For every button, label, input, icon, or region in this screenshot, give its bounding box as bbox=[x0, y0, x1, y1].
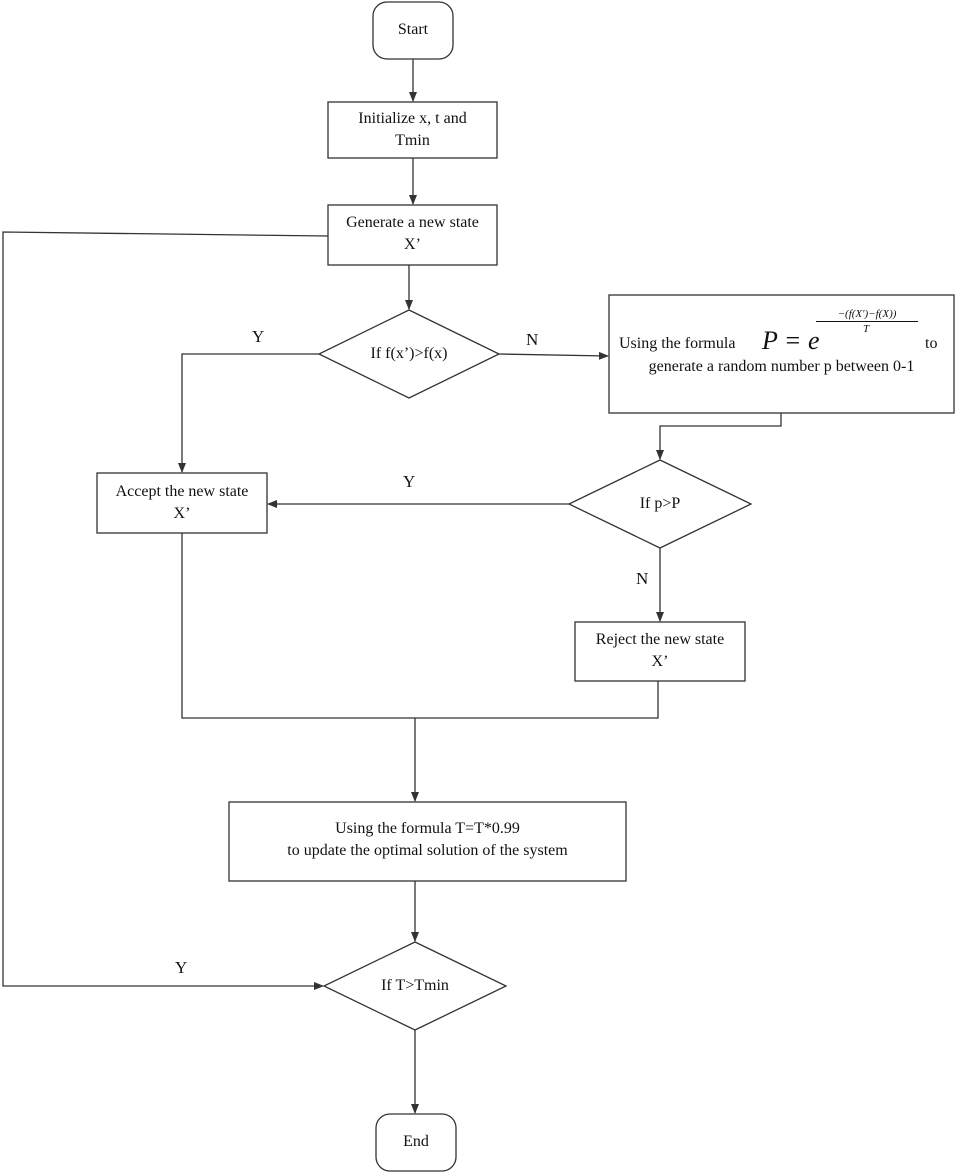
reject-label-line1: Reject the new state bbox=[595, 631, 725, 648]
edge-label-fx-no: N bbox=[526, 330, 539, 349]
generate-label-line1: Generate a new state bbox=[346, 214, 479, 231]
formula-line1-suffix: to bbox=[925, 335, 938, 352]
end-terminal bbox=[375, 1113, 457, 1172]
edge-fx-no bbox=[498, 351, 609, 360]
accept-label-line1: Accept the new state bbox=[115, 483, 249, 500]
update-label-line2: to update the optimal solution of the sy… bbox=[287, 842, 568, 860]
decision-t-label: If T>Tmin bbox=[381, 977, 449, 994]
accept-label: Accept the new state X’ bbox=[97, 481, 267, 526]
accept-label-line2: X’ bbox=[173, 505, 191, 523]
init-label: Initialize x, t and Tmin bbox=[328, 108, 497, 153]
edge-label-t-yes: Y bbox=[175, 958, 188, 977]
generate-label: Generate a new state X’ bbox=[328, 212, 497, 257]
formula-lhs: P = e bbox=[762, 326, 820, 355]
update-label: Using the formula T=T*0.99 to update the… bbox=[229, 818, 626, 863]
init-label-line1: Initialize x, t and bbox=[358, 110, 467, 127]
formula-expression: P = e −(f(X′)−f(X)) T bbox=[762, 308, 922, 355]
formula-exp-denominator: T bbox=[862, 323, 870, 335]
edge-accept-merge bbox=[181, 533, 659, 719]
reject-box bbox=[574, 621, 746, 682]
update-label-line1: Using the formula T=T*0.99 bbox=[335, 820, 520, 837]
formula-line1-prefix: Using the formula bbox=[619, 335, 736, 352]
end-label: End bbox=[403, 1133, 429, 1150]
start-label: Start bbox=[397, 21, 429, 38]
edge-label-fx-yes: Y bbox=[252, 327, 265, 346]
formula-line2: generate a random number p between 0-1 bbox=[648, 358, 915, 375]
generate-label-line2: X’ bbox=[404, 236, 421, 254]
init-label-line2: Tmin bbox=[395, 132, 430, 150]
formula-exp-numerator: −(f(X′)−f(X)) bbox=[816, 308, 918, 322]
decision-fx-label: If f(x’)>f(x) bbox=[370, 345, 448, 362]
edge-t-loop-back bbox=[2, 231, 329, 990]
edge-label-p-no: N bbox=[636, 569, 649, 588]
edge-formula-decision-p bbox=[656, 413, 782, 460]
generate-box bbox=[327, 204, 498, 266]
decision-p-label: If p>P bbox=[639, 495, 681, 512]
edge-fx-yes bbox=[178, 353, 319, 473]
decision-fx-diamond bbox=[317, 309, 501, 399]
reject-label: Reject the new state X’ bbox=[575, 629, 745, 674]
update-box bbox=[228, 801, 627, 882]
edge-label-p-yes: Y bbox=[403, 472, 416, 491]
reject-label-line2: X’ bbox=[651, 653, 669, 671]
